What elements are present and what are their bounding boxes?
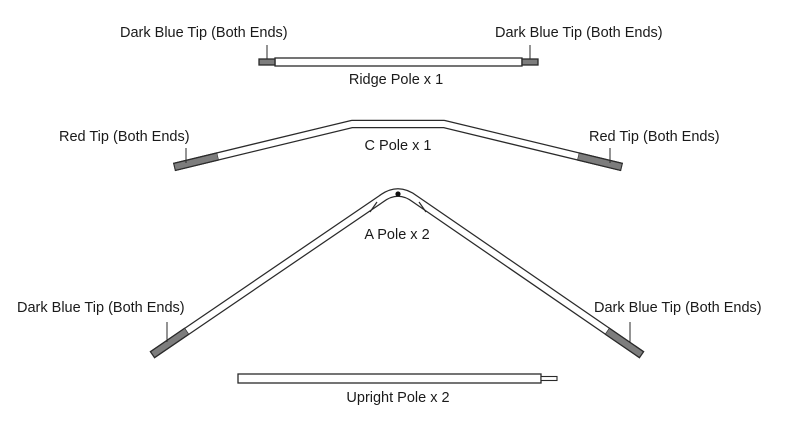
upright-pole-label: Upright Pole x 2 — [346, 390, 449, 406]
a-pole-hub-rivet — [395, 191, 401, 197]
ridge-left-tip-label: Dark Blue Tip (Both Ends) — [120, 25, 288, 41]
ridge-pole-left-tip — [258, 58, 276, 66]
ridge-pole-label: Ridge Pole x 1 — [349, 72, 443, 88]
c-pole-right-tip-fill — [577, 153, 622, 170]
a-pole-label: A Pole x 2 — [364, 227, 429, 243]
ridge-pole-right-tip — [521, 58, 539, 66]
a-pole-right-joint — [418, 201, 427, 213]
upright-pole-spigot — [540, 375, 558, 382]
ridge-right-tip-label: Dark Blue Tip (Both Ends) — [495, 25, 663, 41]
a-left-tip-label: Dark Blue Tip (Both Ends) — [17, 300, 185, 316]
upright-pole: Upright Pole x 2 — [237, 373, 558, 406]
a-pole-tube-inner — [150, 189, 644, 358]
a-pole-tube-outline — [149, 188, 645, 359]
ridge-pole: Dark Blue Tip (Both Ends) Dark Blue Tip … — [120, 25, 663, 88]
a-pole-left-joint — [369, 201, 378, 213]
a-pole: Dark Blue Tip (Both Ends) Dark Blue Tip … — [17, 188, 762, 359]
c-pole-tube-inner — [173, 121, 623, 170]
upright-pole-tube — [237, 373, 542, 384]
a-right-tip-label: Dark Blue Tip (Both Ends) — [594, 300, 762, 316]
ridge-pole-tube — [274, 57, 523, 67]
c-pole-label: C Pole x 1 — [365, 138, 432, 154]
c-pole-left-tip-fill — [174, 153, 219, 170]
a-pole-left-tip-fill — [151, 328, 189, 357]
a-pole-right-tip-fill — [605, 328, 643, 357]
c-pole: Red Tip (Both Ends) Red Tip (Both Ends) … — [59, 119, 720, 172]
c-right-tip-label: Red Tip (Both Ends) — [589, 129, 720, 145]
c-left-tip-label: Red Tip (Both Ends) — [59, 129, 190, 145]
